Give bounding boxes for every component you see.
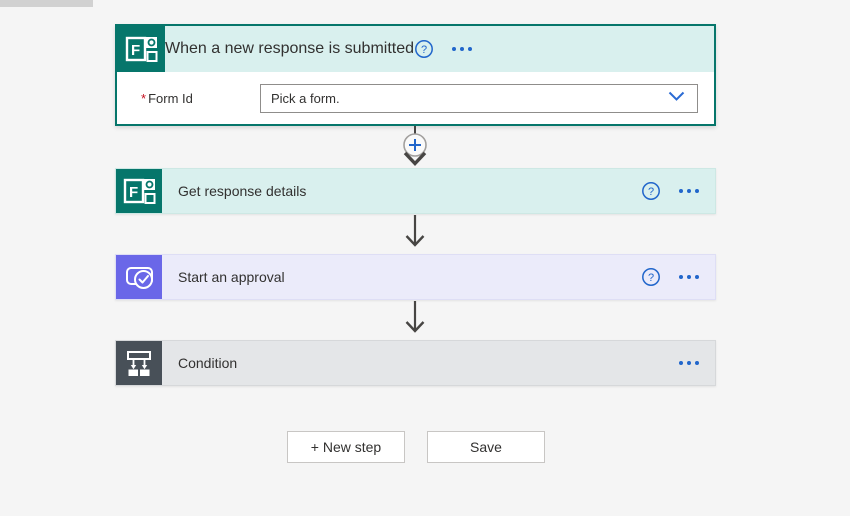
microsoft-forms-icon: F	[117, 26, 165, 72]
trigger-card-header[interactable]: F When a new response is submitted ?	[117, 26, 714, 72]
chevron-down-icon	[668, 89, 685, 107]
plus-icon	[409, 139, 421, 151]
action-card-condition[interactable]: Condition	[115, 340, 716, 386]
ellipsis-icon[interactable]	[679, 181, 699, 201]
action-title: Start an approval	[178, 269, 285, 285]
ellipsis-icon[interactable]	[452, 39, 473, 59]
insert-step-button[interactable]	[402, 132, 428, 163]
form-id-dropdown-value: Pick a form.	[271, 90, 340, 106]
ellipsis-icon[interactable]	[679, 353, 699, 373]
action-title: Condition	[178, 355, 238, 371]
action-card-get-response-details[interactable]: F Get response details ?	[115, 168, 716, 214]
svg-text:F: F	[129, 184, 138, 201]
microsoft-forms-icon: F	[116, 169, 162, 213]
form-id-label: *Form Id	[141, 90, 193, 106]
action-title: Get response details	[178, 183, 307, 199]
trigger-card-when-new-response-submitted[interactable]: F When a new response is submitted ? *Fo…	[115, 24, 716, 126]
form-id-dropdown[interactable]: Pick a form.	[260, 83, 698, 113]
trigger-title: When a new response is submitted	[165, 40, 415, 57]
svg-text:?: ?	[648, 186, 654, 198]
action-card-start-an-approval[interactable]: Start an approval ?	[115, 254, 716, 300]
condition-branch-icon	[116, 341, 162, 385]
arrow-down-icon	[403, 151, 427, 171]
trigger-card-body: *Form Id Pick a form.	[117, 72, 714, 124]
required-marker: *	[141, 90, 147, 106]
svg-text:?: ?	[421, 44, 427, 56]
connector-line	[414, 126, 416, 134]
help-icon[interactable]: ?	[641, 181, 661, 201]
save-button[interactable]: Save	[427, 431, 545, 463]
new-step-button[interactable]: + New step	[287, 431, 405, 463]
svg-text:F: F	[131, 42, 140, 59]
help-icon[interactable]: ?	[414, 39, 434, 59]
arrow-down-icon	[401, 215, 429, 257]
approvals-icon	[116, 255, 162, 299]
window-edge-strip	[0, 0, 93, 7]
arrow-down-icon	[401, 301, 429, 343]
svg-text:?: ?	[648, 272, 654, 284]
ellipsis-icon[interactable]	[679, 267, 699, 287]
help-icon[interactable]: ?	[641, 267, 661, 287]
